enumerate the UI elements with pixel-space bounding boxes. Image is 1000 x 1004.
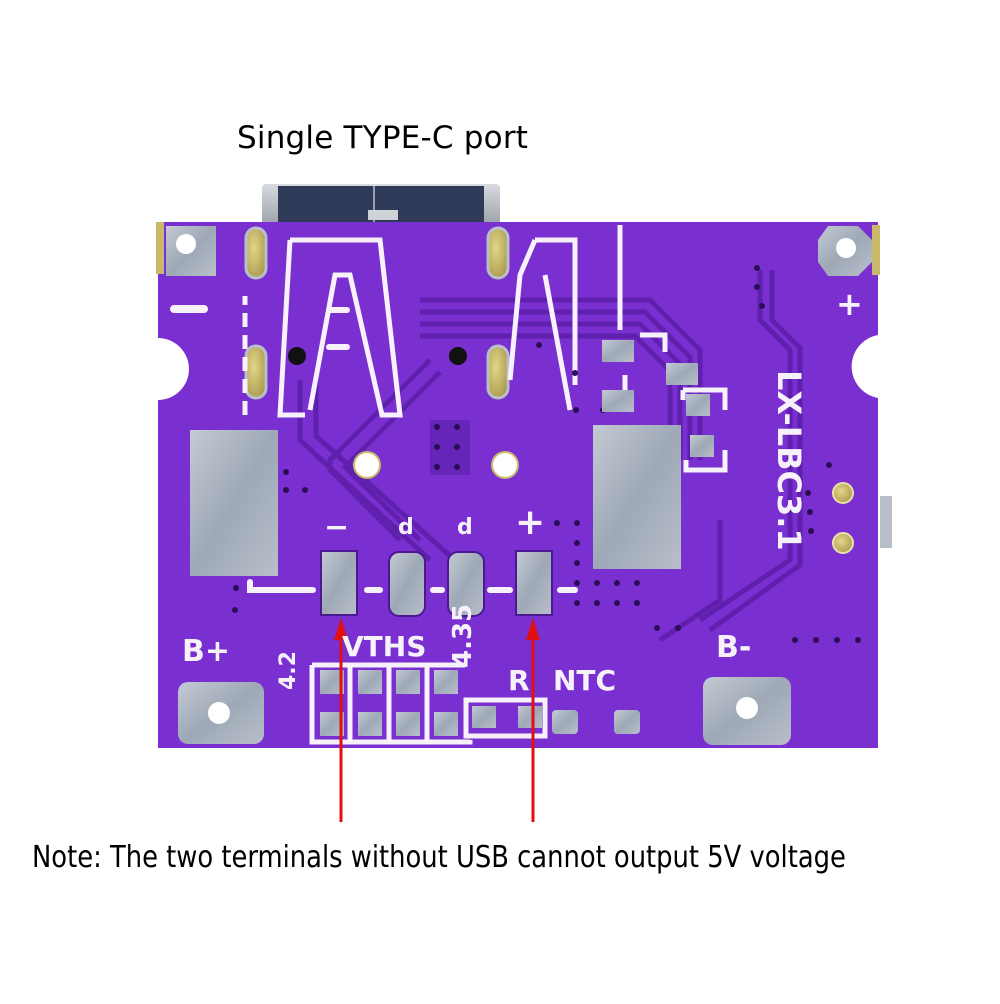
via-holes [288, 347, 854, 554]
voltage-note-caption: Note: The two terminals without USB cann… [32, 840, 846, 875]
top-right-plus-label: + [836, 285, 863, 323]
output-minus-label: − [324, 510, 350, 545]
inductor-pad [190, 430, 278, 576]
voltage-4-35-label: 4.35 [448, 603, 478, 668]
battery-minus-label: B- [716, 630, 752, 665]
battery-plus-label: B+ [182, 634, 231, 669]
ntc-label: NTC [553, 664, 617, 697]
annotation-arrows [334, 618, 540, 822]
usb-outline-silkscreen [242, 225, 623, 418]
output-terminal-pads [320, 550, 553, 617]
vths-label: VTHS [342, 630, 427, 663]
battery-minus-pad [703, 677, 791, 745]
usb-shield-pads [244, 226, 510, 400]
d-minus-label: d [398, 515, 414, 540]
mounting-pad-top-right [818, 226, 872, 276]
battery-plus-pad [178, 682, 264, 744]
output-plus-label: + [515, 502, 546, 543]
r-label: R [508, 664, 530, 697]
usb-c-connector [262, 184, 500, 226]
board-model-label: LX-LBC3.1 [770, 370, 808, 551]
smd-pads [190, 340, 714, 576]
minus-silkscreen-top-left [170, 305, 208, 313]
side-switch [880, 496, 892, 548]
type-c-port-caption: Single TYPE-C port [237, 120, 529, 156]
d-plus-label: d [457, 515, 473, 540]
voltage-4-2-label: 4.2 [276, 651, 301, 690]
ic-thermal-pad [593, 425, 681, 569]
mounting-pad-top-left [166, 226, 216, 276]
